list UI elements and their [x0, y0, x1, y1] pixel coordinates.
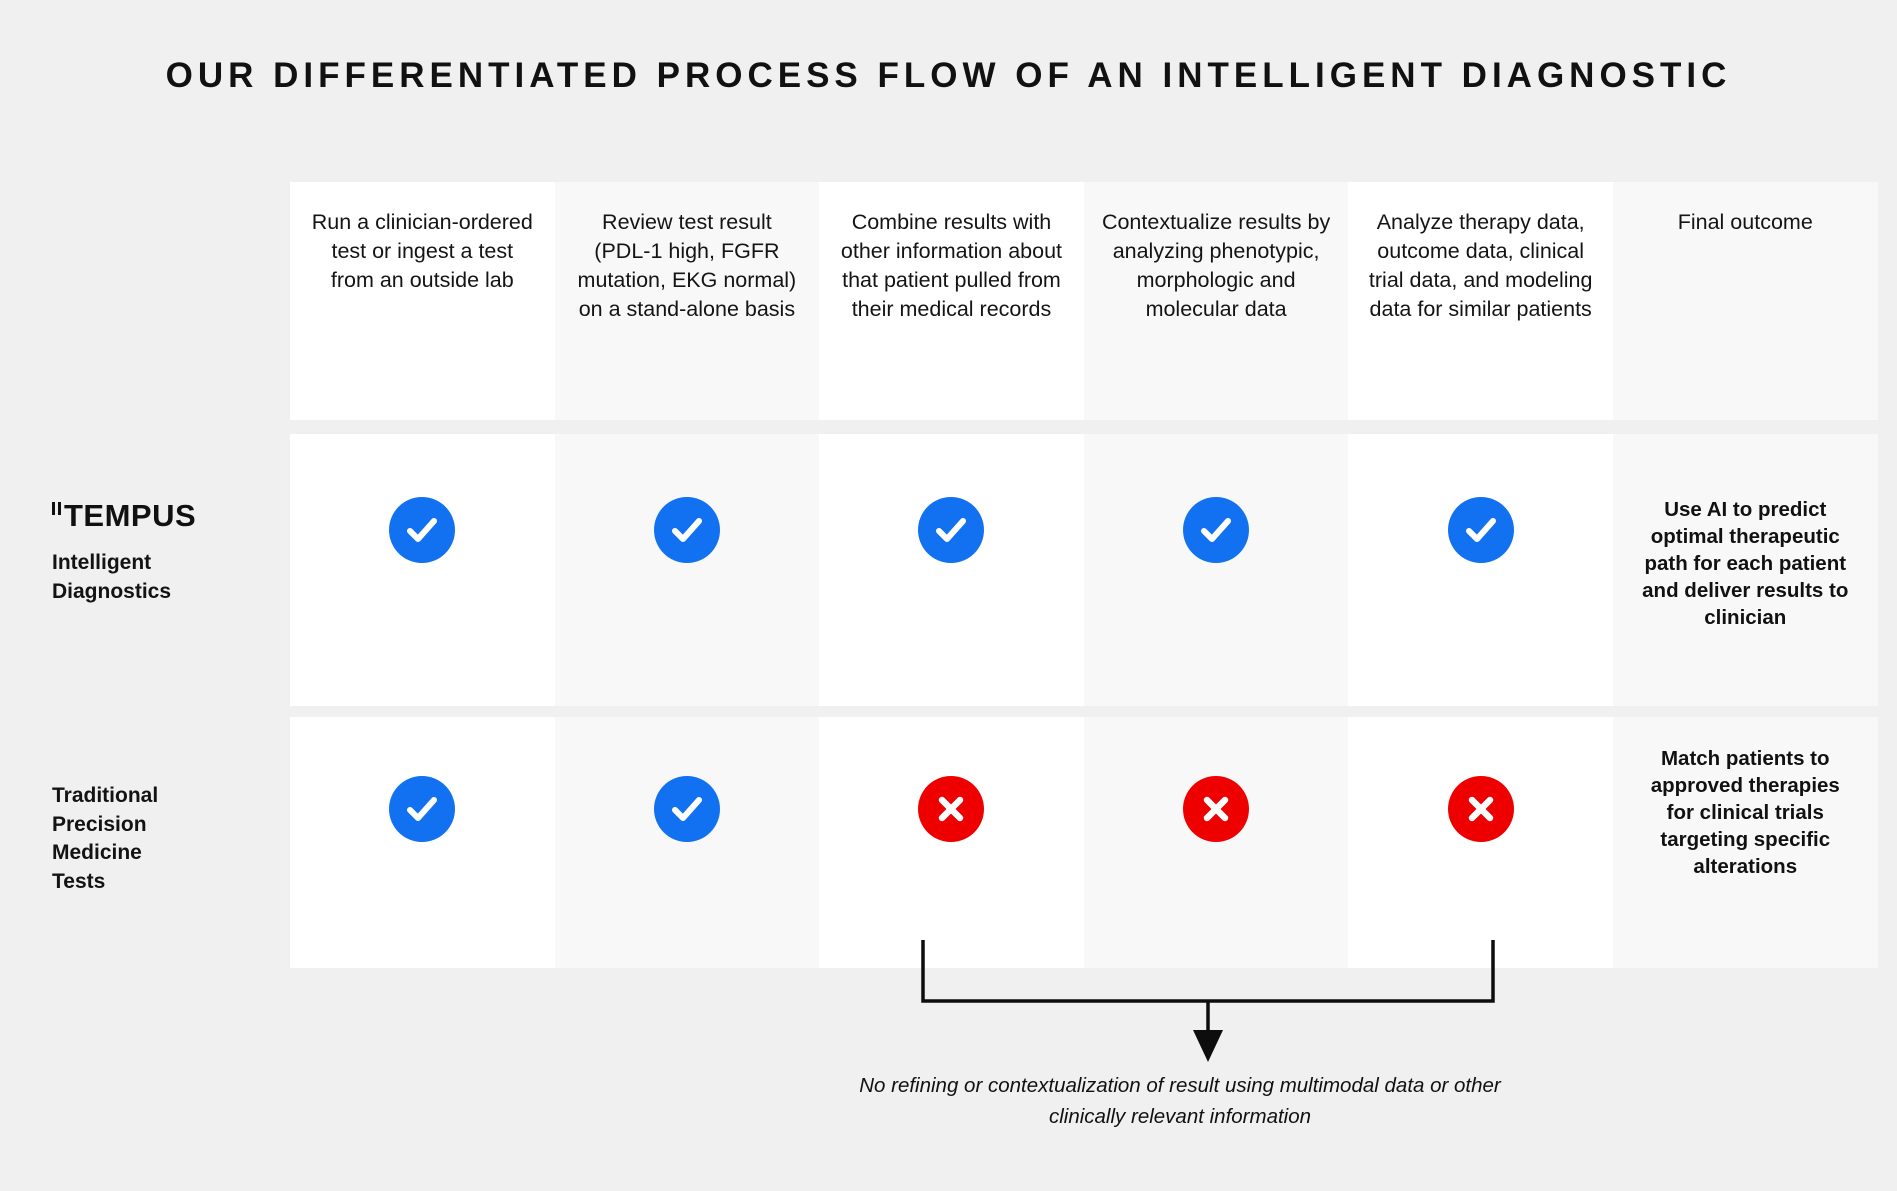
- row-label-tempus: TEMPUS Intelligent Diagnostics: [52, 500, 282, 606]
- check-icon: [1447, 497, 1514, 563]
- check-icon: [389, 776, 456, 842]
- row-spacer: [290, 706, 1878, 717]
- process-flow-matrix: Run a clinician-ordered test or ingest a…: [290, 182, 1878, 968]
- header-cell-4: Contextualize results by analyzing pheno…: [1083, 182, 1349, 420]
- row-label-traditional-text: Traditional Precision Medicine Tests: [52, 782, 282, 896]
- check-icon: [389, 497, 456, 563]
- row-label-line: Diagnostics: [52, 579, 172, 603]
- header-cell-1: Run a clinician-ordered test or ingest a…: [290, 182, 555, 420]
- caption-line: clinically relevant information: [1048, 1105, 1312, 1128]
- column-header-label: Combine results with other information a…: [840, 210, 1063, 321]
- cell-traditional-col2: [554, 717, 820, 968]
- cell-tempus-outcome: Use AI to predict optimal therapeutic pa…: [1612, 434, 1878, 706]
- check-icon: [1183, 497, 1250, 563]
- cell-tempus-col5: [1348, 434, 1613, 706]
- matrix-row-traditional: Match patients to approved therapies for…: [290, 717, 1878, 968]
- row-label-tempus-subtitle: Intelligent Diagnostics: [52, 549, 282, 606]
- tempus-logo: TEMPUS: [52, 500, 282, 532]
- outcome-label: Use AI to predict optimal therapeutic pa…: [1642, 498, 1849, 629]
- matrix-row-tempus: Use AI to predict optimal therapeutic pa…: [290, 434, 1878, 706]
- check-icon: [653, 497, 720, 563]
- column-header-label: Review test result (PDL-1 high, FGFR mut…: [577, 210, 797, 321]
- tempus-logo-mark-icon: [52, 502, 63, 516]
- cell-tempus-col1: [290, 434, 555, 706]
- cell-traditional-col3: [819, 717, 1084, 968]
- bracket-caption: No refining or contextualization of resu…: [760, 1070, 1600, 1132]
- column-header-label: Final outcome: [1677, 210, 1813, 234]
- header-cell-2: Review test result (PDL-1 high, FGFR mut…: [554, 182, 820, 420]
- cross-icon: [1183, 776, 1250, 842]
- cross-icon: [1447, 776, 1514, 842]
- row-label-line: Tests: [52, 869, 106, 893]
- page-title: OUR DIFFERENTIATED PROCESS FLOW OF AN IN…: [165, 56, 1732, 95]
- cell-tempus-col2: [554, 434, 820, 706]
- cell-tempus-col4: [1083, 434, 1349, 706]
- row-label-line: Intelligent: [52, 551, 152, 574]
- matrix-header-row: Run a clinician-ordered test or ingest a…: [290, 182, 1878, 420]
- outcome-label: Match patients to approved therapies for…: [1650, 747, 1840, 878]
- cell-traditional-outcome: Match patients to approved therapies for…: [1612, 717, 1878, 968]
- column-header-label: Contextualize results by analyzing pheno…: [1101, 210, 1331, 321]
- row-spacer: [290, 420, 1878, 434]
- cross-icon: [918, 776, 985, 842]
- check-icon: [653, 776, 720, 842]
- cell-traditional-col1: [290, 717, 555, 968]
- column-header-label: Run a clinician-ordered test or ingest a…: [311, 210, 533, 292]
- check-icon: [918, 497, 985, 563]
- header-cell-3: Combine results with other information a…: [819, 182, 1084, 420]
- header-cell-5: Analyze therapy data, outcome data, clin…: [1348, 182, 1613, 420]
- row-label-line: Precision: [52, 812, 147, 836]
- column-header-label: Analyze therapy data, outcome data, clin…: [1368, 210, 1593, 321]
- row-label-line: Traditional: [52, 784, 159, 807]
- row-label-traditional: Traditional Precision Medicine Tests: [52, 782, 282, 896]
- cell-tempus-col3: [819, 434, 1084, 706]
- cell-traditional-col5: [1348, 717, 1613, 968]
- tempus-logo-wordmark: TEMPUS: [64, 498, 197, 533]
- header-cell-6: Final outcome: [1612, 182, 1878, 420]
- caption-line: No refining or contextualization of resu…: [859, 1074, 1501, 1097]
- row-label-line: Medicine: [52, 841, 142, 864]
- cell-traditional-col4: [1083, 717, 1349, 968]
